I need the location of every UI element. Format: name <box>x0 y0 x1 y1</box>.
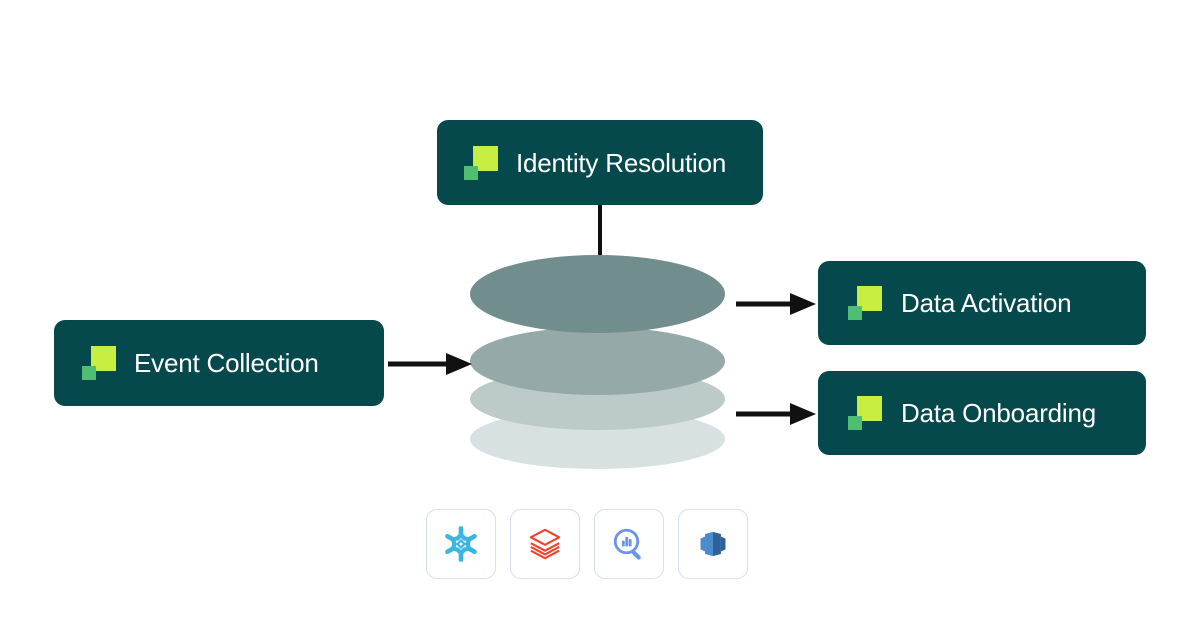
node-data-onboarding-label: Data Onboarding <box>901 398 1097 428</box>
integration-logos-row <box>426 509 748 579</box>
integration-tile-databricks[interactable] <box>510 509 580 579</box>
node-identity-resolution[interactable]: Identity Resolution <box>437 120 763 205</box>
node-event-collection[interactable]: Event Collection <box>54 320 384 406</box>
brand-squares-icon <box>848 286 882 320</box>
brand-square-small <box>848 416 862 430</box>
arrow-warehouse-to-onboarding <box>736 403 816 425</box>
node-data-onboarding[interactable]: Data Onboarding <box>818 371 1146 455</box>
node-identity-resolution-label: Identity Resolution <box>516 147 727 178</box>
node-event-collection-label: Event Collection <box>134 348 319 378</box>
brand-square-small <box>848 306 862 320</box>
integration-tile-snowflake[interactable] <box>426 509 496 579</box>
arrow-warehouse-to-activation <box>736 293 816 315</box>
data-warehouse-stack-icon <box>470 255 730 470</box>
warehouse-layer-2 <box>470 327 725 395</box>
connector-identity-to-warehouse <box>598 205 602 267</box>
arrow-event-to-warehouse <box>388 353 472 375</box>
brand-square-small <box>464 165 478 180</box>
node-data-activation[interactable]: Data Activation <box>818 261 1146 345</box>
bigquery-icon <box>613 528 641 560</box>
integration-tile-bigquery[interactable] <box>594 509 664 579</box>
databricks-icon <box>529 528 561 560</box>
redshift-icon <box>700 531 726 557</box>
brand-square-small <box>82 366 96 380</box>
warehouse-layer-1 <box>470 255 725 333</box>
node-data-activation-label: Data Activation <box>901 288 1072 318</box>
brand-squares-icon <box>464 145 498 180</box>
snowflake-icon <box>445 526 477 562</box>
brand-squares-icon <box>848 396 882 430</box>
integration-tile-redshift[interactable] <box>678 509 748 579</box>
brand-squares-icon <box>82 346 116 380</box>
